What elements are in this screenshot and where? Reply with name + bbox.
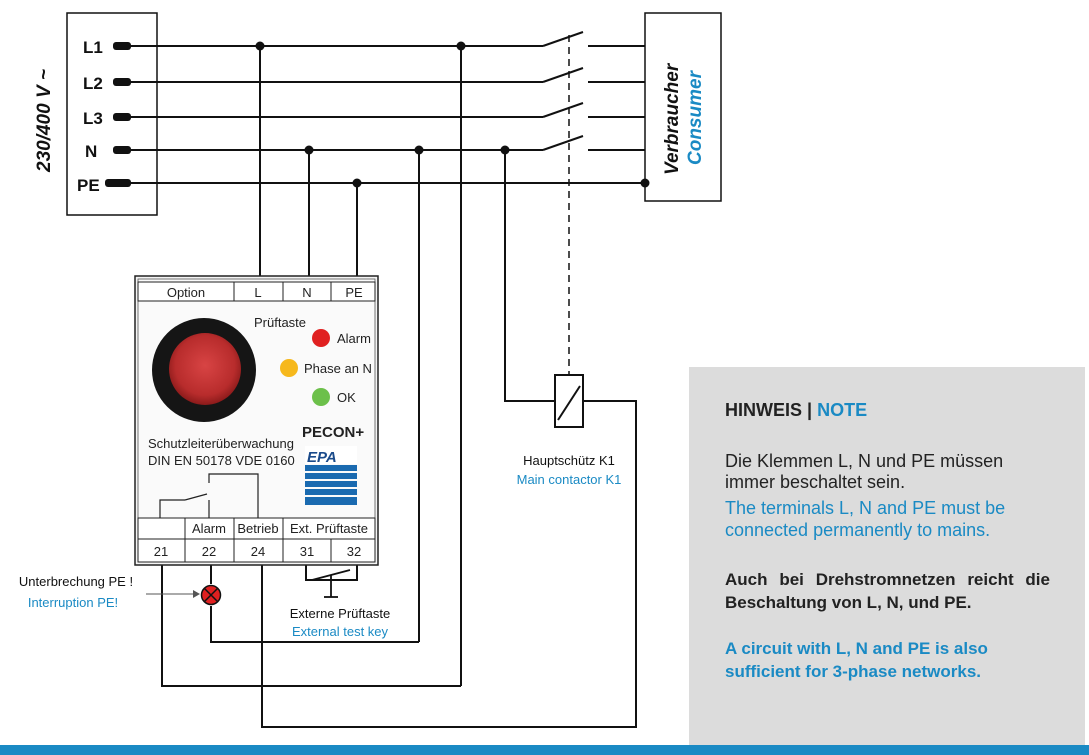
interruption-label-en: Interruption PE! <box>28 595 118 610</box>
header-betrieb: Betrieb <box>237 521 278 536</box>
device-description-2: DIN EN 50178 VDE 0160 <box>148 453 295 468</box>
phase-led <box>280 359 298 377</box>
ok-led-label: OK <box>337 390 356 405</box>
test-button-cap[interactable] <box>169 333 241 405</box>
voltage-label: 230/400 V ~ <box>34 69 55 173</box>
header-n: N <box>302 285 311 300</box>
terminal-31: 31 <box>300 544 314 559</box>
consumer-label-de: Verbraucher <box>662 62 683 175</box>
svg-text:EPA: EPA <box>307 449 337 466</box>
terminal-l1-label: L1 <box>83 38 103 57</box>
ok-led <box>312 388 330 406</box>
header-l: L <box>254 285 261 300</box>
note-title-en: NOTE <box>817 400 868 420</box>
external-key-label-de: Externe Prüftaste <box>290 606 390 621</box>
wiring <box>161 46 637 728</box>
bottom-header-row <box>137 517 376 563</box>
contactor-label-en: Main contactor K1 <box>517 472 622 487</box>
external-test-key-symbol <box>311 569 351 598</box>
contactor-coil-slash <box>557 385 581 421</box>
note-para2-de: Auch bei Drehstromnetzen reicht die Besc… <box>725 570 1050 612</box>
phase-led-label: Phase an N <box>304 361 372 376</box>
terminal-24: 24 <box>251 544 265 559</box>
contactor-label-de: Hauptschütz K1 <box>523 453 615 468</box>
note-para1-en: The terminals L, N and PE must be connec… <box>725 498 1006 540</box>
note-separator: | <box>807 400 813 420</box>
alarm-led <box>312 329 330 347</box>
interruption-lamp-x2 <box>203 587 219 603</box>
relay-symbol <box>159 473 259 518</box>
note-para1-de: Die Klemmen L, N und PE müssen immer bes… <box>725 451 1004 492</box>
test-button-label: Prüftaste <box>254 315 306 330</box>
header-ext-test: Ext. Prüftaste <box>290 521 368 536</box>
terminal-l3-label: L3 <box>83 109 103 128</box>
terminal-pe-label: PE <box>77 176 100 195</box>
header-pe: PE <box>345 285 363 300</box>
interruption-arrow-head <box>193 590 200 598</box>
junction-dots <box>255 41 650 188</box>
bus-lines <box>131 31 645 184</box>
terminal-n-label: N <box>85 142 97 161</box>
pecon-device <box>134 275 379 566</box>
note-title-de: HINWEIS <box>725 400 803 420</box>
brand-name: PECON+ <box>302 424 364 441</box>
terminal-21: 21 <box>154 544 168 559</box>
external-key-label-en: External test key <box>292 624 389 639</box>
note-para2-en: A circuit with L, N and PE is also suffi… <box>725 639 988 681</box>
note-panel: HINWEIS | NOTE Die Klemmen L, N und PE m… <box>689 367 1085 747</box>
consumer-box <box>644 12 722 202</box>
terminal-l2-label: L2 <box>83 74 103 93</box>
epa-logo: EPA <box>305 446 357 505</box>
device-description-1: Schutzleiterüberwachung <box>148 436 294 451</box>
alarm-led-label: Alarm <box>337 331 371 346</box>
bottom-accent-bar <box>0 745 1089 755</box>
terminal-32: 32 <box>347 544 361 559</box>
terminal-22: 22 <box>202 544 216 559</box>
terminal-plugs <box>105 42 131 187</box>
note-title: HINWEIS | NOTE <box>725 400 867 421</box>
consumer-label-en: Consumer <box>685 69 706 165</box>
header-alarm: Alarm <box>192 521 226 536</box>
header-option: Option <box>167 285 205 300</box>
interruption-label-de: Unterbrechung PE ! <box>19 574 133 589</box>
